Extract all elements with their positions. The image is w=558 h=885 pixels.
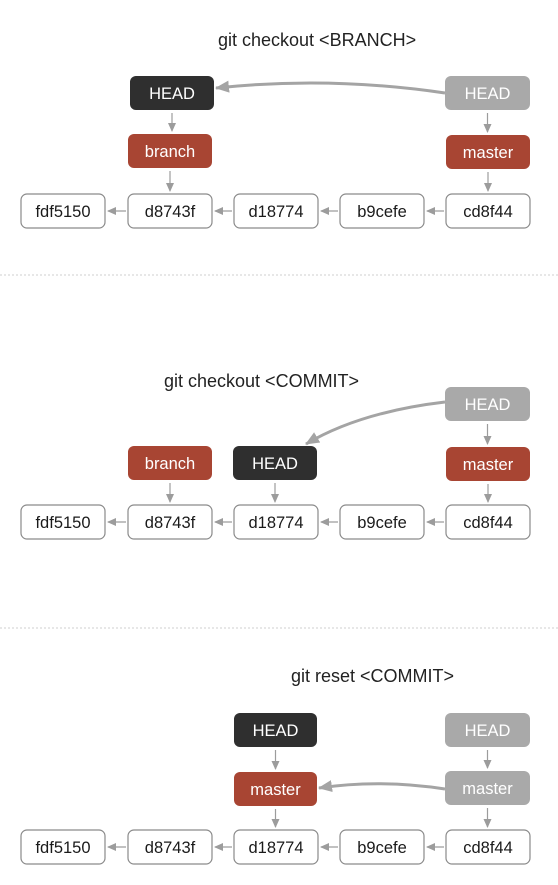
ref-master-box <box>445 771 530 805</box>
commit-b9cefe: b9cefe <box>339 829 425 865</box>
commit-b9cefe: b9cefe <box>339 193 425 229</box>
ref-head: HEAD <box>234 713 317 747</box>
commit-b9cefe-box <box>339 829 425 865</box>
commit-fdf5150: fdf5150 <box>20 504 106 540</box>
ref-master: master <box>445 771 530 805</box>
commit-cd8f44-label: cd8f44 <box>463 839 513 857</box>
commit-b9cefe-label: b9cefe <box>357 839 407 857</box>
commit-fdf5150: fdf5150 <box>20 829 106 865</box>
commit-d18774-label: d18774 <box>248 203 303 221</box>
commit-d8743f-box <box>127 829 213 865</box>
ref-head-label: HEAD <box>252 455 298 473</box>
ref-head-box <box>130 76 214 110</box>
ref-head-label: HEAD <box>465 722 511 740</box>
commit-d8743f-box <box>127 193 213 229</box>
ref-branch: branch <box>128 446 212 480</box>
commit-fdf5150-box <box>20 829 106 865</box>
ref-master-label: master <box>250 781 301 799</box>
ref-master-label: master <box>463 144 514 162</box>
commit-d8743f: d8743f <box>127 829 213 865</box>
commit-b9cefe: b9cefe <box>339 504 425 540</box>
ref-master-label: master <box>463 456 514 474</box>
commit-fdf5150-label: fdf5150 <box>35 839 90 857</box>
ref-head-label: HEAD <box>465 396 511 414</box>
commit-d18774: d18774 <box>233 193 319 229</box>
commit-cd8f44: cd8f44 <box>445 504 531 540</box>
move-arrow <box>215 80 446 95</box>
ref-master-label: master <box>462 780 513 798</box>
commit-fdf5150: fdf5150 <box>20 193 106 229</box>
ref-head: HEAD <box>130 76 214 110</box>
commit-d18774-label: d18774 <box>248 839 303 857</box>
commit-d8743f: d8743f <box>127 504 213 540</box>
commit-cd8f44-box <box>445 504 531 540</box>
commit-d8743f-label: d8743f <box>145 203 196 221</box>
ref-head-label: HEAD <box>465 85 511 103</box>
ref-master: master <box>446 135 530 169</box>
commit-d18774-box <box>233 193 319 229</box>
ref-master: master <box>234 772 317 806</box>
ref-head: HEAD <box>445 713 530 747</box>
commit-d8743f-box <box>127 504 213 540</box>
commit-d18774-box <box>233 504 319 540</box>
ref-head: HEAD <box>445 387 530 421</box>
move-arrow <box>305 400 446 446</box>
ref-head-box <box>445 713 530 747</box>
commit-cd8f44-box <box>445 829 531 865</box>
ref-master-box <box>234 772 317 806</box>
ref-master-box <box>446 447 530 481</box>
commit-d18774-box <box>233 829 319 865</box>
panel-title: git checkout <BRANCH> <box>218 30 416 50</box>
ref-head: HEAD <box>445 76 530 110</box>
ref-head-box <box>445 387 530 421</box>
commit-d18774-label: d18774 <box>248 514 303 532</box>
panel-title: git reset <COMMIT> <box>291 666 454 686</box>
move-arrow <box>318 780 446 793</box>
ref-head-box <box>445 76 530 110</box>
commit-b9cefe-label: b9cefe <box>357 514 407 532</box>
commit-fdf5150-label: fdf5150 <box>35 514 90 532</box>
commit-d8743f-label: d8743f <box>145 839 196 857</box>
ref-head: HEAD <box>233 446 317 480</box>
commit-fdf5150-box <box>20 193 106 229</box>
ref-branch-label: branch <box>145 455 195 473</box>
commit-fdf5150-box <box>20 504 106 540</box>
commit-d18774: d18774 <box>233 504 319 540</box>
ref-branch: branch <box>128 134 212 168</box>
ref-master: master <box>446 447 530 481</box>
panel-title: git checkout <COMMIT> <box>164 371 359 391</box>
commit-cd8f44-label: cd8f44 <box>463 514 513 532</box>
commit-b9cefe-label: b9cefe <box>357 203 407 221</box>
ref-head-label: HEAD <box>149 85 195 103</box>
ref-head-label: HEAD <box>253 722 299 740</box>
ref-branch-label: branch <box>145 143 195 161</box>
ref-master-box <box>446 135 530 169</box>
commit-d18774: d18774 <box>233 829 319 865</box>
ref-head-box <box>234 713 317 747</box>
commit-cd8f44: cd8f44 <box>445 829 531 865</box>
commit-d8743f: d8743f <box>127 193 213 229</box>
ref-branch-box <box>128 134 212 168</box>
ref-branch-box <box>128 446 212 480</box>
commit-d8743f-label: d8743f <box>145 514 196 532</box>
commit-fdf5150-label: fdf5150 <box>35 203 90 221</box>
ref-head-box <box>233 446 317 480</box>
commit-b9cefe-box <box>339 193 425 229</box>
commit-b9cefe-box <box>339 504 425 540</box>
commit-cd8f44-box <box>445 193 531 229</box>
commit-cd8f44-label: cd8f44 <box>463 203 513 221</box>
commit-cd8f44: cd8f44 <box>445 193 531 229</box>
